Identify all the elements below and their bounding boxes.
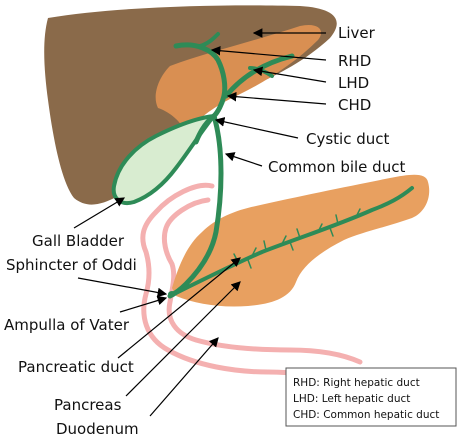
arrow-common-bile-duct <box>224 152 263 167</box>
pancreas-shape <box>172 174 430 307</box>
pancreatic-duct-branches <box>233 208 361 269</box>
label-sphincter: Sphincter of Oddi <box>6 256 137 274</box>
labels: Liver RHD LHD CHD Cystic duct Common bil… <box>4 24 405 438</box>
label-chd: CHD <box>338 96 371 114</box>
leader-lines <box>73 28 327 417</box>
arrow-pancreatic-duct <box>117 257 241 359</box>
pancreatic-duct-path <box>168 186 414 298</box>
arrow-pancreas <box>125 281 241 397</box>
liver <box>44 5 337 205</box>
ampulla-marker <box>168 291 176 297</box>
arrow-lhd <box>252 66 327 83</box>
legend-rhd: RHD: Right hepatic duct <box>293 377 420 389</box>
duodenum-inner-wall <box>161 197 363 365</box>
liver-light-lobe <box>155 24 322 135</box>
arrow-gall-bladder <box>73 197 126 229</box>
arrow-duodenum <box>149 337 219 417</box>
label-common-bile-duct: Common bile duct <box>268 158 405 176</box>
arrow-chd <box>226 91 327 105</box>
legend: RHD: Right hepatic duct LHD: Left hepati… <box>285 367 457 427</box>
label-cystic-duct: Cystic duct <box>306 130 390 148</box>
legend-lhd: LHD: Left hepatic duct <box>293 393 410 405</box>
right-hepatic-branch <box>198 32 220 48</box>
label-lhd: LHD <box>338 74 369 92</box>
legend-chd: CHD: Common hepatic duct <box>293 409 439 421</box>
label-gall-bladder: Gall Bladder <box>32 232 125 250</box>
label-liver: Liver <box>338 24 376 42</box>
arrow-cystic-duct <box>214 117 299 139</box>
label-ampulla: Ampulla of Vater <box>4 316 130 334</box>
bile-duct-tree <box>167 32 414 299</box>
right-hepatic-duct <box>173 42 228 99</box>
arrow-sphincter <box>77 277 168 298</box>
label-pancreatic-duct: Pancreatic duct <box>18 358 134 376</box>
legend-box <box>285 367 457 427</box>
label-duodenum: Duodenum <box>56 420 139 438</box>
arrow-ampulla <box>119 295 168 313</box>
label-rhd: RHD <box>338 52 371 70</box>
label-pancreas: Pancreas <box>54 396 122 414</box>
arrow-rhd <box>210 45 327 61</box>
